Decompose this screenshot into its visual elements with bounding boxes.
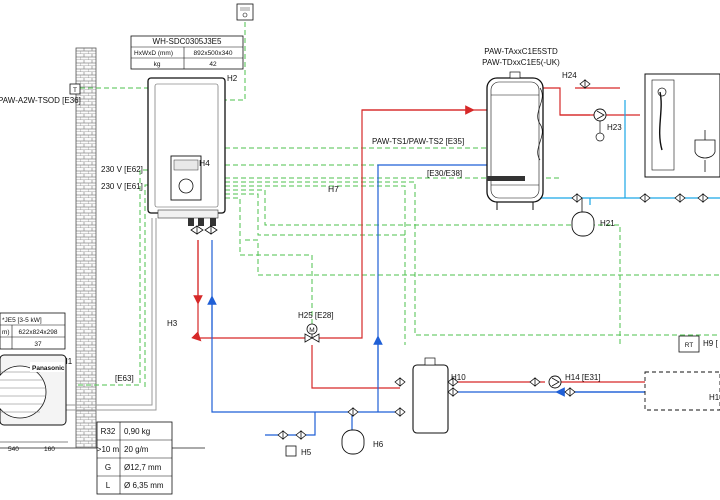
- outdoor-sensor-label: PAW-A2W-TSOD [E36]: [0, 96, 81, 105]
- tag-e63: [E63]: [115, 374, 134, 383]
- buffer-tank-h10[interactable]: [412, 357, 449, 434]
- power-e62: 230 V [E62]: [101, 165, 143, 174]
- remote-controller[interactable]: [236, 3, 254, 21]
- outdoor-dims-value: 622x824x298: [18, 329, 57, 336]
- motor-symbol: M: [309, 327, 314, 334]
- pump-h23[interactable]: [593, 108, 607, 142]
- tag-h21: H21: [600, 219, 615, 228]
- outdoor-sensor-symbol: T: [73, 87, 77, 94]
- ref-r0-c1: 0,90 kg: [124, 427, 150, 436]
- tank-sensor-label: PAW-TS1/PAW-TS2 [E35]: [372, 137, 464, 146]
- tag-h25: H25 [E28]: [298, 311, 334, 320]
- tag-h10: H10: [451, 373, 466, 382]
- expansion-vessel-h6: [341, 429, 365, 455]
- tag-h23: H23: [607, 123, 622, 132]
- indoor-weight-label: kg: [154, 61, 161, 68]
- ref-r1-c1: 20 g/m: [124, 445, 149, 454]
- tag-h5: H5: [301, 448, 312, 457]
- tag-h1: H1: [62, 357, 73, 366]
- refrigerant-table: R32 0,90 kg >10 m 20 g/m G Ø12,7 mm L Ø …: [96, 421, 173, 495]
- tank-heater-label: [E30/E38]: [427, 169, 462, 178]
- tag-h7: H7: [328, 184, 339, 194]
- ref-r2-c0: G: [105, 463, 111, 472]
- tag-h4: H4: [199, 158, 210, 168]
- indoor-dims-label: HxWxD (mm): [134, 50, 173, 57]
- wall: [75, 47, 97, 449]
- ref-r0-c0: R32: [101, 427, 116, 436]
- expansion-vessel-h21: [571, 198, 595, 237]
- tag-h1x: H1: [709, 393, 720, 402]
- control-display: [173, 159, 199, 171]
- indoor-model: WH-SDC0305J3E5: [153, 37, 222, 46]
- tank-heater: [487, 176, 525, 181]
- tag-h24: H24: [562, 71, 577, 80]
- tag-h3: H3: [167, 319, 178, 328]
- room-thermostat[interactable]: [678, 335, 700, 353]
- tank-model-1: PAW-TAxxC1E5STD: [484, 47, 558, 56]
- ref-r1-c0: >10 m: [97, 445, 120, 454]
- dhw-tank[interactable]: [486, 71, 544, 210]
- outdoor-dims-label: m): [2, 329, 10, 336]
- tag-h14: H14 [E31]: [565, 373, 601, 382]
- drain-valve: [285, 445, 297, 457]
- power-e61: 230 V [E61]: [101, 182, 143, 191]
- dim-b: 160: [44, 446, 55, 453]
- mixing-valve-h25[interactable]: M: [304, 323, 320, 343]
- flow-piping: [191, 87, 645, 389]
- tank-model-2: PAW-TDxxC1E5(-UK): [482, 58, 560, 67]
- indoor-weight-value: 42: [209, 61, 217, 68]
- outdoor-model: *JE5 [3-5 kW]: [2, 317, 42, 324]
- pump-h14[interactable]: [548, 375, 562, 389]
- outdoor-brand: Panasonic: [32, 365, 65, 372]
- ref-r3-c0: L: [106, 481, 111, 490]
- outdoor-unit[interactable]: Panasonic: [0, 354, 67, 426]
- tag-h6: H6: [373, 440, 384, 449]
- refrigerant-lines: [60, 218, 157, 411]
- indoor-dims-value: 892x500x340: [193, 50, 232, 57]
- ref-r3-c1: Ø 6,35 mm: [124, 481, 164, 490]
- ref-r2-c1: Ø12,7 mm: [124, 463, 162, 472]
- outdoor-spec-table: *JE5 [3-5 kW] m) 622x824x298 37: [0, 312, 66, 350]
- bathroom-fixture: [644, 73, 720, 178]
- control-dial-icon: [178, 178, 194, 194]
- tag-h2: H2: [227, 74, 238, 83]
- outdoor-weight-value: 37: [34, 341, 42, 348]
- indoor-spec-table: WH-SDC0305J3E5 HxWxD (mm) 892x500x340 kg…: [130, 35, 244, 70]
- dim-a: 540: [8, 446, 19, 453]
- indoor-unit[interactable]: [147, 77, 226, 226]
- outdoor-sensor[interactable]: [69, 83, 81, 95]
- heat-emitter: [644, 371, 720, 411]
- tag-h9: H9 [: [703, 339, 718, 348]
- room-thermostat-symbol: RT: [685, 342, 694, 349]
- valves: [190, 79, 709, 440]
